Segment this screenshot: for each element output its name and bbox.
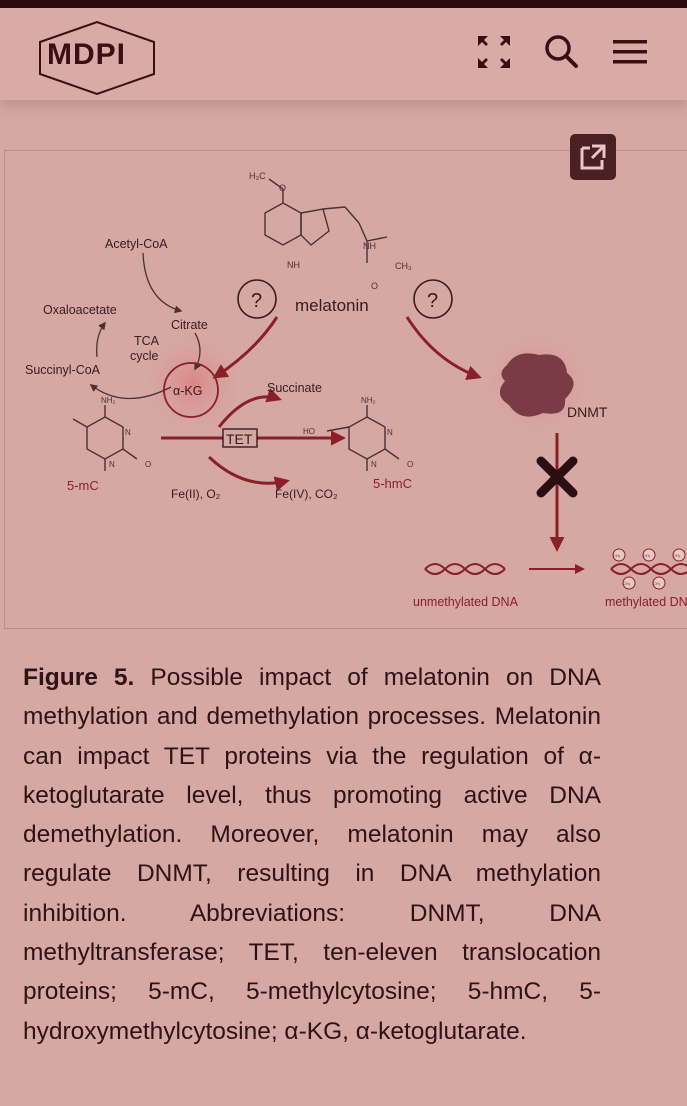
5mc-label: 5-mC: [67, 478, 99, 493]
menu-button[interactable]: [608, 30, 652, 74]
mdpi-logo[interactable]: [34, 16, 160, 100]
methyl-tag-2: CH₃: [643, 553, 651, 558]
unmethylated-dna-helix: [424, 563, 506, 575]
arrow-melatonin-to-dnmt: [405, 316, 482, 380]
oxaloacetate-label: Oxaloacetate: [43, 303, 117, 317]
o-label-amide: O: [371, 281, 378, 291]
methyl-tag-5: CH₃: [653, 581, 661, 586]
acetyl-coa-label: Acetyl-CoA: [105, 237, 168, 251]
search-button[interactable]: [540, 30, 584, 74]
akg-circle: [163, 362, 219, 418]
methyl-tag-3: CH₃: [673, 553, 681, 558]
methylated-dna-label: methylated DNA: [605, 595, 687, 609]
5mc-structure: [72, 405, 138, 471]
n-label-5mc-a: N: [125, 428, 131, 437]
melatonin-structure: [264, 178, 388, 263]
arrow-to-succinate: [217, 388, 282, 428]
5hmc-structure: [326, 405, 400, 471]
succinyl-coa-label: Succinyl-CoA: [25, 363, 101, 377]
5hmc-label: 5-hmC: [373, 476, 412, 491]
n-label-5hmc-a: N: [387, 428, 393, 437]
figure-label: Figure 5.: [23, 664, 135, 691]
unmethylated-dna-label: unmethylated DNA: [413, 595, 519, 609]
search-icon: [545, 35, 578, 68]
nh2-label-5mc: NH₂: [101, 396, 116, 405]
o-label-5hmc: O: [407, 460, 413, 469]
tet-box: [222, 428, 258, 448]
fullscreen-button[interactable]: [472, 30, 516, 74]
figure-caption: Figure 5. Possible impact of melatonin o…: [23, 658, 601, 1051]
dnmt-label: DNMT: [567, 404, 608, 420]
n-label-5mc-b: N: [109, 460, 115, 469]
n-label-5hmc-b: N: [371, 460, 377, 469]
logo-text: MDPI: [47, 38, 126, 71]
dnmt-protein-shape: [499, 353, 574, 417]
fe4-label: Fe(IV), CO₂: [275, 487, 338, 501]
ho-label: HO: [303, 427, 315, 436]
nh-label-amide: NH: [363, 241, 376, 251]
nh2-label-5hmc: NH₂: [361, 396, 376, 405]
methyl-groups: [612, 548, 686, 590]
question-circle-right: [413, 279, 453, 319]
arrow-acetyl-to-citrate: [142, 252, 183, 314]
open-figure-button[interactable]: [570, 134, 616, 180]
nh-label-indole: NH: [287, 260, 300, 270]
inhibition-x-icon: [536, 456, 578, 498]
h3c-label: H₃C: [249, 171, 266, 181]
status-bar: [0, 0, 687, 8]
figure-5-image[interactable]: H₃C O NH NH CH₃ O melatonin ? ? Acetyl-C…: [4, 150, 687, 629]
ch3-label: CH₃: [395, 261, 412, 271]
melatonin-label: melatonin: [295, 296, 369, 315]
methyl-tag-1: CH₃: [613, 553, 621, 558]
question-mark-right: ?: [427, 290, 438, 312]
o-label-5mc: O: [145, 460, 151, 469]
citrate-label: Citrate: [171, 318, 208, 332]
figure-diagram: H₃C O NH NH CH₃ O melatonin ? ? Acetyl-C…: [25, 171, 687, 609]
external-link-icon: [580, 144, 606, 170]
arrow-succinyl-to-oxalo: [96, 321, 106, 358]
question-mark-left: ?: [251, 290, 262, 312]
succinate-label: Succinate: [267, 381, 322, 395]
o-label: O: [279, 183, 286, 193]
arrow-melatonin-to-akg: [212, 316, 279, 379]
arrow-akg-to-succinyl: [89, 384, 172, 400]
tca-label: TCA: [134, 334, 160, 348]
hamburger-menu-icon: [613, 40, 647, 64]
tet-label: TET: [226, 431, 253, 447]
figure-caption-text: Possible impact of melatonin on DNA meth…: [23, 664, 601, 1045]
fullscreen-icon: [478, 36, 510, 68]
site-header: MDPI: [0, 8, 687, 100]
methylated-dna-helix: [610, 563, 687, 575]
methyl-tag-4: CH₃: [623, 581, 631, 586]
arrow-fe-to-fe4: [207, 455, 290, 492]
fe2-label: Fe(II), O₂: [171, 487, 221, 501]
akg-label: α-KG: [173, 384, 202, 398]
arrow-citrate-to-akg: [194, 332, 202, 371]
cycle-label: cycle: [130, 349, 159, 363]
question-circle-left: [237, 279, 277, 319]
akg-glow: [135, 325, 251, 441]
